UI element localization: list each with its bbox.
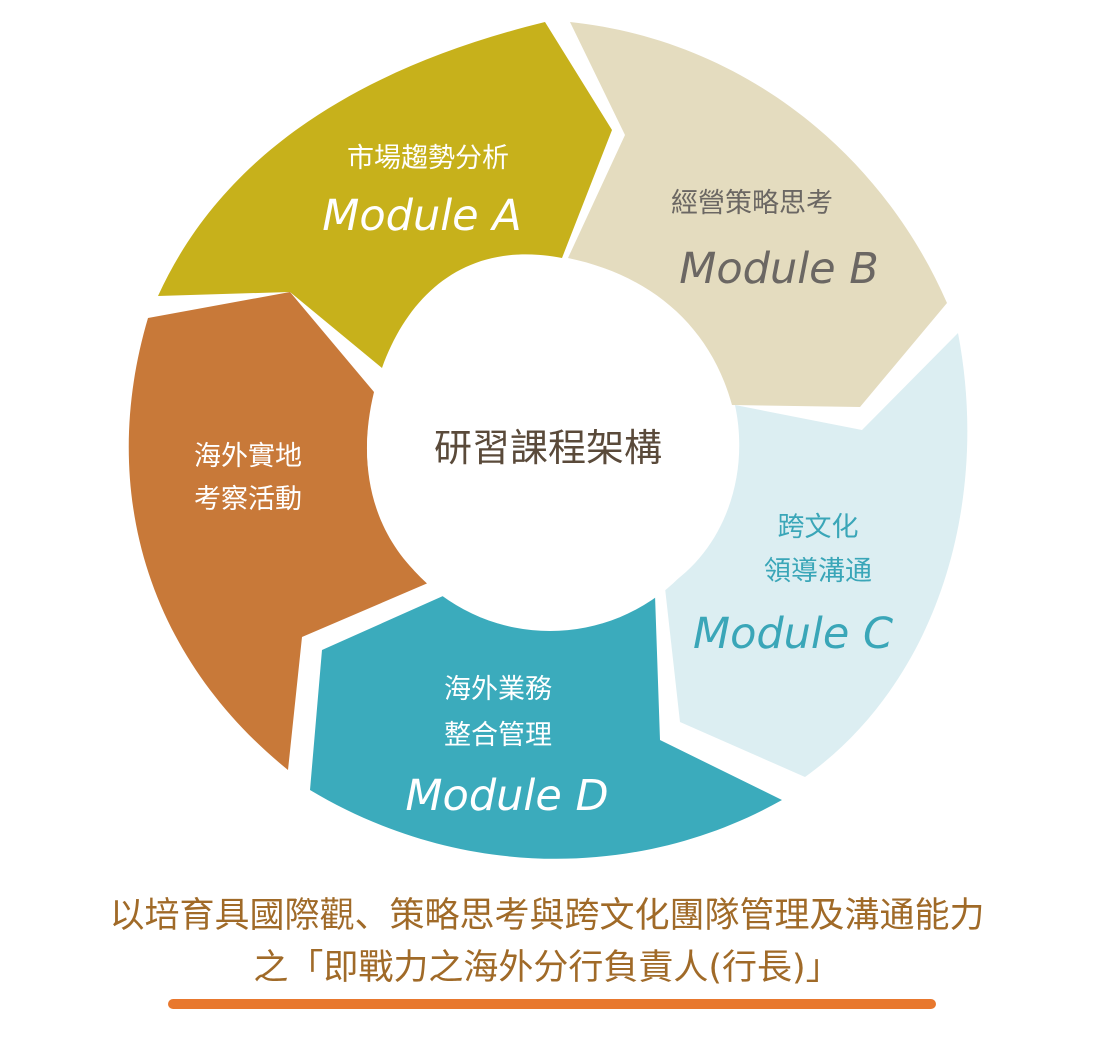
field-activity-title-line1: 海外實地	[194, 441, 302, 472]
module-a-segment	[158, 22, 612, 368]
center-circle	[367, 265, 733, 631]
module-a-name: Module A	[322, 191, 521, 241]
module-c-name: Module C	[693, 609, 893, 659]
caption: 以培育具國際觀、策略思考與跨文化團隊管理及溝通能力 之「即戰力之海外分行負責人(…	[0, 890, 1094, 994]
module-c-title-line2: 領導溝通	[764, 556, 872, 587]
module-c-title-line1: 跨文化	[778, 512, 859, 543]
module-b-segment	[568, 22, 947, 407]
module-b-title: 經營策略思考	[671, 188, 833, 219]
field-activity-title-line2: 考察活動	[194, 484, 302, 515]
field-activity-segment	[128, 292, 428, 770]
module-d-segment	[310, 595, 782, 859]
module-d-title-line1: 海外業務	[444, 674, 552, 705]
caption-underline	[168, 999, 936, 1009]
caption-line-1: 以培育具國際觀、策略思考與跨文化團隊管理及溝通能力	[109, 896, 985, 936]
module-a-title: 市場趨勢分析	[347, 143, 509, 174]
caption-line-2: 之「即戰力之海外分行負責人(行長)」	[253, 948, 841, 988]
field-activity-label-group: 海外實地 考察活動	[194, 441, 302, 515]
module-a-label-group: 市場趨勢分析 Module A	[322, 143, 521, 241]
module-d-label-group: 海外業務 整合管理 Module D	[405, 674, 608, 821]
center-label: 研習課程架構	[434, 426, 662, 470]
module-c-label-group: 跨文化 領導溝通 Module C	[693, 512, 893, 659]
module-b-name: Module B	[679, 244, 879, 294]
module-d-name: Module D	[405, 771, 608, 821]
module-b-label-group: 經營策略思考 Module B	[671, 188, 879, 294]
module-c-segment	[665, 333, 968, 777]
module-d-title-line2: 整合管理	[444, 720, 552, 751]
